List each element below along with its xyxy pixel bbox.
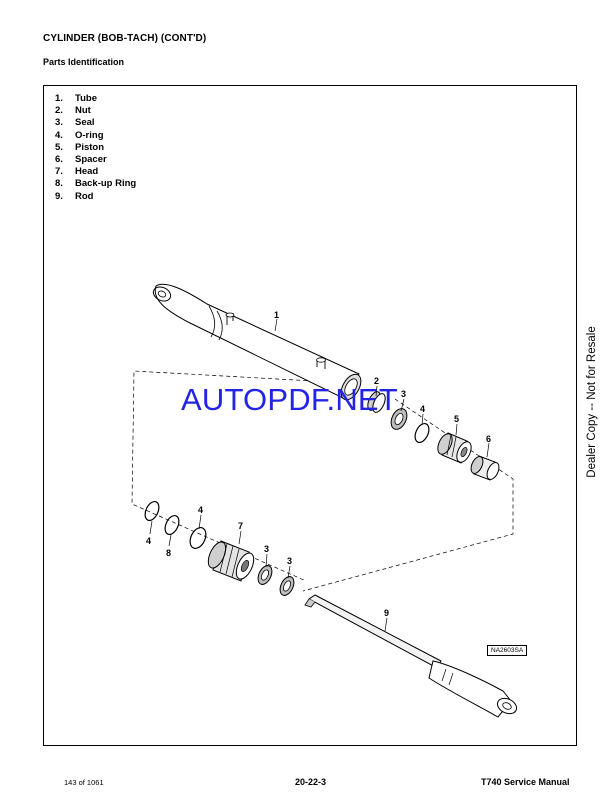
manual-title: T740 Service Manual (481, 777, 570, 787)
o-ring-part (414, 422, 430, 444)
legend-item: 6. Spacer (55, 154, 136, 166)
tube-part (152, 283, 362, 401)
legend-item: 1. Tube (55, 93, 136, 105)
seal-part (257, 565, 273, 585)
legend-item: 5. Piston (55, 142, 136, 154)
callout-head: 7 (238, 521, 243, 531)
legend-label: Piston (75, 141, 105, 153)
legend-label: Seal (75, 117, 95, 129)
parts-legend: 1. Tube 2. Nut 3. Seal 4. O-ring 5. Piston 6.… (55, 93, 136, 203)
legend-label: Tube (75, 93, 97, 104)
o-ring-part (189, 527, 207, 549)
legend-label: Spacer (75, 154, 107, 166)
legend-number: 6. (55, 154, 63, 166)
legend-number: 5. (55, 141, 63, 153)
o-ring-part (144, 500, 160, 522)
legend-item: 9. Rod (55, 191, 136, 203)
back-up-ring-part (164, 514, 180, 536)
page-number: 20-22-3 (295, 777, 327, 787)
legend-number: 3. (55, 117, 63, 129)
callout-o-ring: 4 (198, 505, 203, 515)
side-note: Dealer Copy -- Not for Resale (586, 326, 598, 478)
callout-spacer: 6 (486, 434, 491, 444)
legend-label: Nut (75, 105, 91, 117)
legend-item: 3. Seal (55, 117, 136, 129)
legend-item: 8. Back-up Ring (55, 178, 136, 190)
nut-part (367, 391, 386, 413)
legend-number: 9. (55, 190, 63, 202)
legend-label: Back-up Ring (75, 178, 137, 190)
spacer-part (470, 455, 500, 481)
callout-back-up-ring: 8 (166, 548, 171, 558)
callout-seal: 3 (401, 389, 406, 399)
seal-part (279, 576, 295, 596)
seal-part (390, 408, 408, 430)
legend-number: 8. (55, 178, 63, 190)
callout-rod: 9 (384, 608, 389, 618)
callout-nut: 2 (374, 376, 379, 386)
watermark-text: AUTOPDF.NET (181, 382, 398, 417)
callout-o-ring: 4 (420, 404, 425, 414)
cylinder-exploded-diagram: 1 2 3 4 5 6 4 8 4 7 3 3 9 (131, 283, 518, 718)
callout-tube: 1 (274, 310, 279, 320)
legend-label: Rod (75, 190, 94, 202)
leader-lines (149, 318, 490, 632)
legend-number: 7. (55, 166, 63, 178)
callout-piston: 5 (454, 414, 459, 424)
figure-code: NA2603SA (487, 645, 528, 656)
head-part (207, 540, 255, 582)
callout-o-ring: 4 (146, 536, 151, 546)
legend-number: 4. (55, 129, 63, 141)
legend-number: 1. (55, 93, 63, 104)
section-title: CYLINDER (BOB-TACH) (CONT'D) (43, 33, 207, 44)
page-count: 143 of 1061 (64, 778, 104, 787)
callout-seal: 3 (287, 556, 292, 566)
legend-item: 7. Head (55, 166, 136, 178)
legend-number: 2. (55, 105, 63, 117)
legend-label: Head (75, 166, 99, 178)
subsection-title: Parts Identification (43, 57, 125, 67)
callout-seal: 3 (264, 544, 269, 554)
assembly-path-line (302, 398, 514, 592)
rod-part (304, 594, 518, 718)
piston-part (437, 432, 472, 464)
legend-label: O-ring (75, 129, 104, 141)
legend-item: 4. O-ring (55, 130, 136, 142)
parts-figure-frame: 1. Tube 2. Nut 3. Seal 4. O-ring 5. Piston 6.… (43, 85, 577, 746)
legend-item: 2. Nut (55, 105, 136, 117)
